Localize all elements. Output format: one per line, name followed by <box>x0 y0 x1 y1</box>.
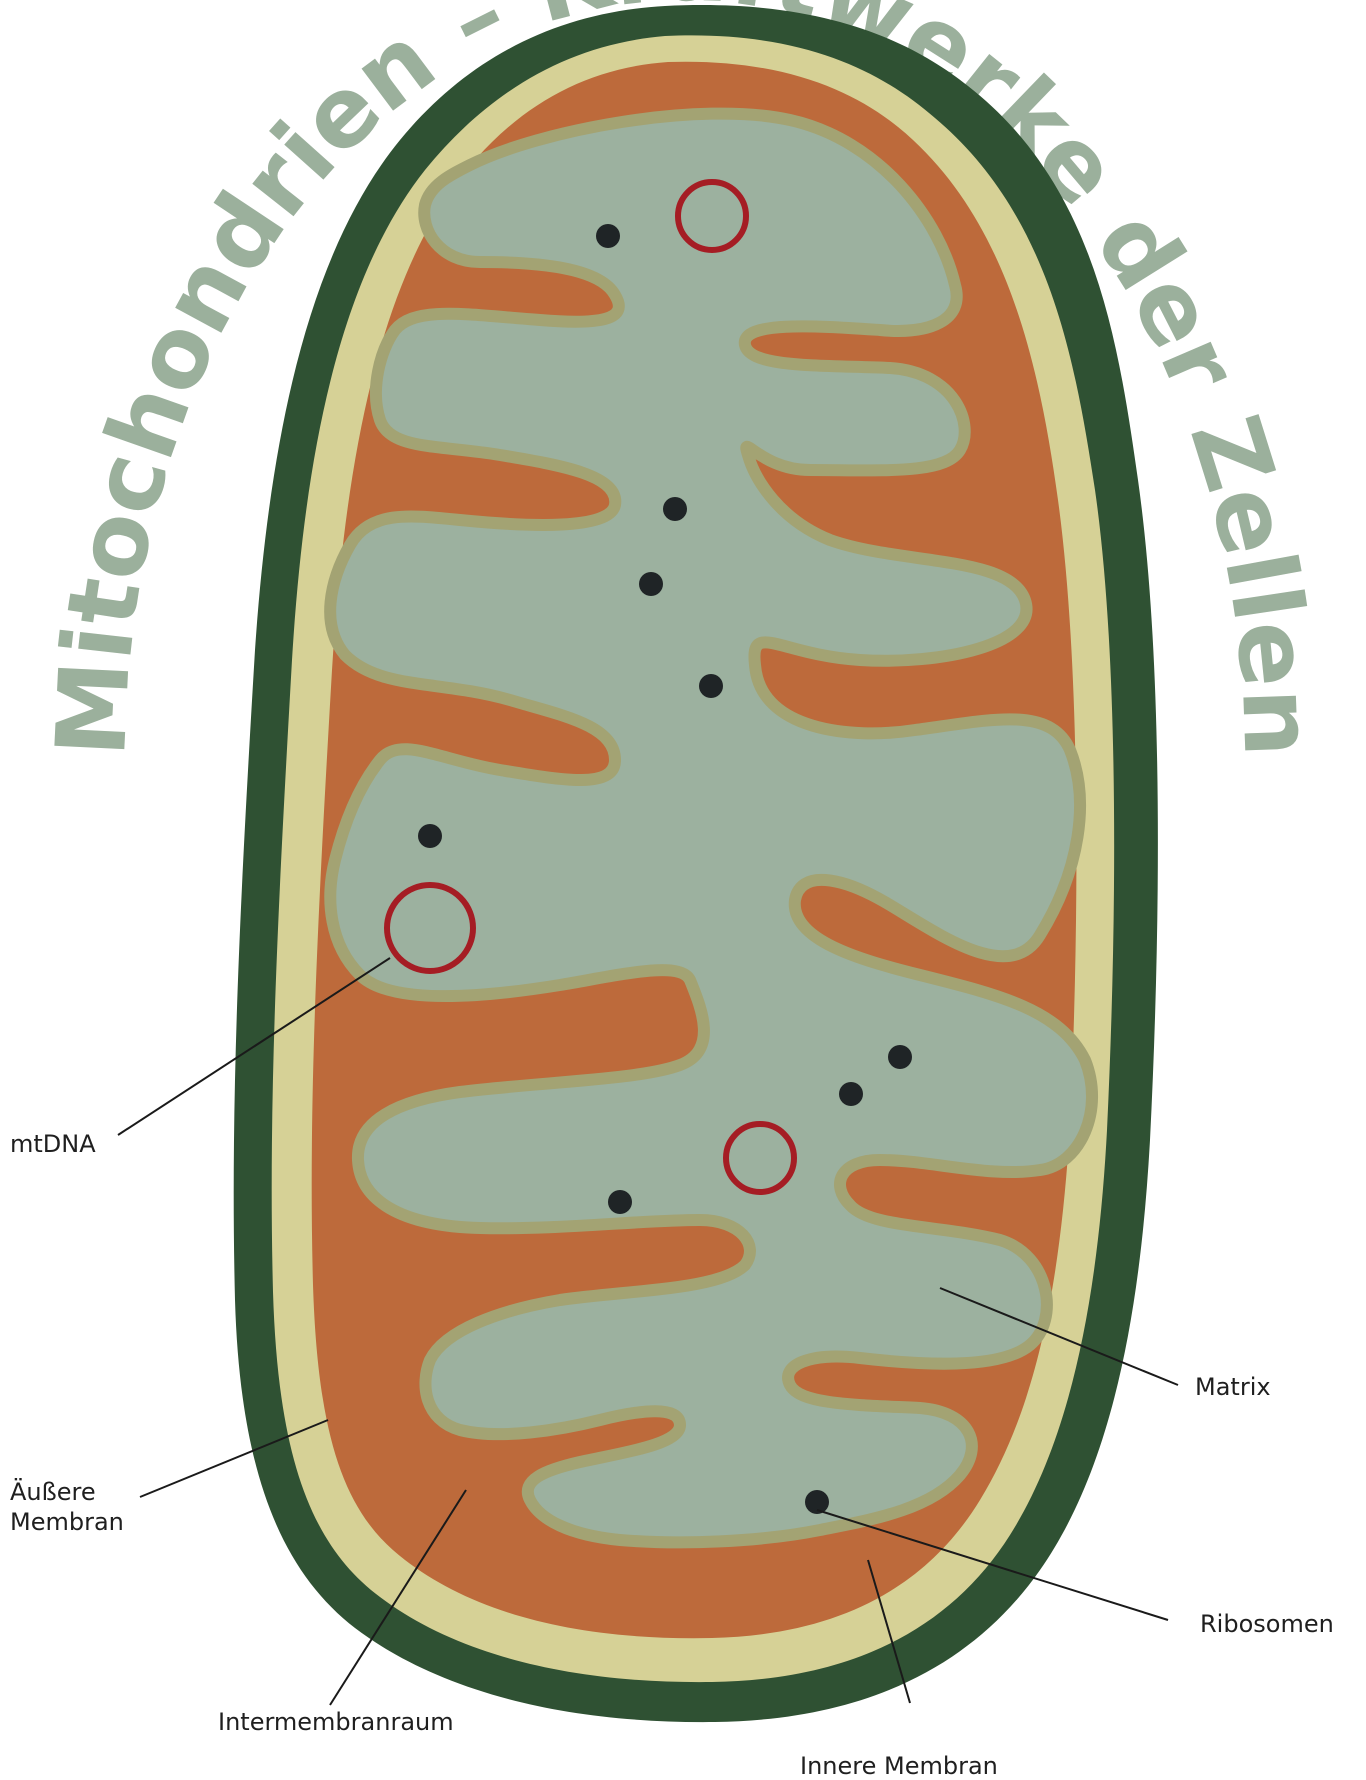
ribosome <box>639 572 663 596</box>
label-ribosomes: Ribosomen <box>1200 1610 1334 1638</box>
ribosome <box>699 674 723 698</box>
label-intermembrane-space: Intermembranraum <box>218 1708 454 1736</box>
ribosome <box>663 497 687 521</box>
label-outer-membrane-line1: Äußere <box>10 1477 96 1506</box>
label-inner-membrane: Innere Membran <box>800 1752 998 1780</box>
ribosome <box>418 824 442 848</box>
ribosome <box>608 1190 632 1214</box>
ribosome <box>888 1045 912 1069</box>
ribosome <box>596 224 620 248</box>
ribosome <box>839 1082 863 1106</box>
label-matrix: Matrix <box>1195 1373 1271 1401</box>
label-mtdna: mtDNA <box>10 1130 96 1158</box>
label-outer-membrane-line2: Membran <box>10 1508 124 1536</box>
